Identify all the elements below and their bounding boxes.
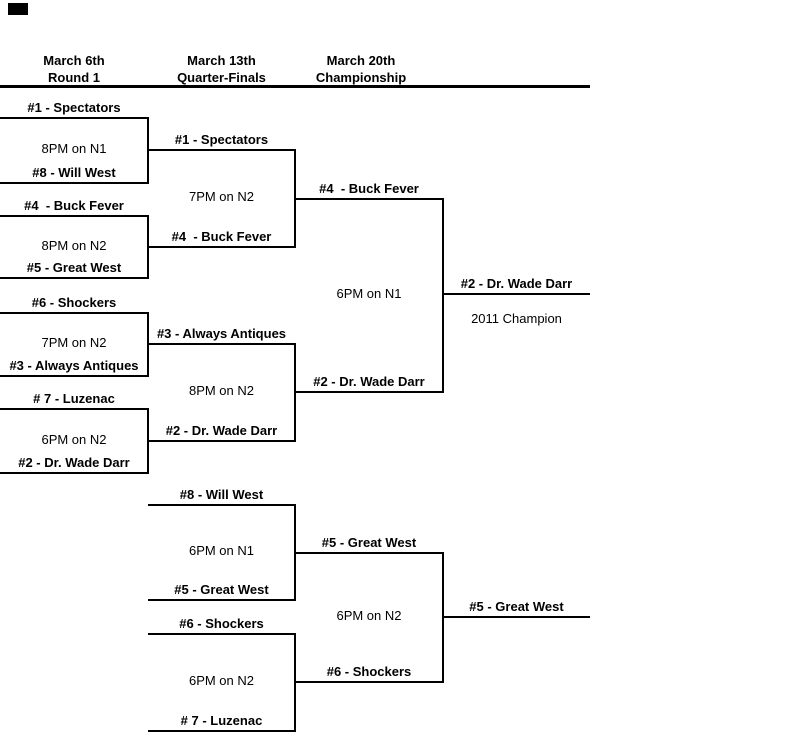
bracket-line — [0, 408, 148, 410]
bracket-line — [148, 633, 295, 635]
team-label: #2 - Dr. Wade Darr — [18, 455, 130, 470]
column-header-championship: March 20th Championship — [287, 52, 435, 86]
game-time-label: 6PM on N1 — [336, 286, 402, 301]
champion-label: #2 - Dr. Wade Darr — [460, 276, 573, 291]
bracket-line — [295, 681, 443, 683]
team-label: #8 - Will West — [32, 165, 116, 180]
team-label: #5 - Great West — [174, 582, 269, 597]
column-round: Quarter-Finals — [177, 70, 266, 85]
bracket-line — [148, 343, 295, 345]
game-time-label: 6PM on N2 — [188, 673, 255, 688]
bracket-line — [442, 198, 444, 393]
bracket-line — [443, 293, 590, 295]
champion-caption: 2011 Champion — [471, 311, 562, 326]
game-time-label: 6PM on N2 — [41, 432, 107, 447]
column-round: Championship — [315, 70, 407, 85]
column-date: March 13th — [187, 53, 256, 68]
game-time-label: 6PM on N1 — [188, 543, 255, 558]
bracket-line — [0, 215, 148, 217]
header-separator-line — [0, 85, 590, 88]
team-label: #1 - Spectators — [174, 132, 269, 147]
team-label: #4 - Buck Fever — [171, 229, 272, 244]
team-label: #3 - Always Antiques — [9, 358, 139, 373]
team-label: #2 - Dr. Wade Darr — [165, 423, 278, 438]
bracket-line — [148, 149, 295, 151]
bracket-line — [295, 391, 443, 393]
game-time-label: 8PM on N2 — [41, 238, 107, 253]
team-label: #8 - Will West — [179, 487, 264, 502]
team-label: #4 - Buck Fever — [319, 181, 419, 196]
bracket-line — [0, 312, 148, 314]
column-header-quarterfinals: March 13th Quarter-Finals — [148, 52, 295, 86]
bracket-line — [148, 246, 295, 248]
team-label: # 7 - Luzenac — [33, 391, 115, 406]
team-label: #2 - Dr. Wade Darr — [313, 374, 425, 389]
column-date: March 6th — [43, 53, 105, 68]
column-date: March 20th — [326, 53, 396, 68]
team-label: #6 - Shockers — [326, 664, 412, 679]
bracket-line — [0, 472, 148, 474]
game-time-label: 8PM on N2 — [188, 383, 255, 398]
game-time-label: 7PM on N2 — [41, 335, 107, 350]
bracket-line — [148, 440, 295, 442]
team-label: #4 - Buck Fever — [24, 198, 124, 213]
team-label: # 7 - Luzenac — [180, 713, 263, 728]
game-time-label: 7PM on N2 — [188, 189, 255, 204]
team-label: #6 - Shockers — [179, 616, 264, 631]
team-label: #5 - Great West — [26, 260, 122, 275]
team-label: #3 - Always Antiques — [156, 326, 287, 341]
corner-mark — [8, 3, 28, 15]
bracket-line — [0, 182, 148, 184]
game-time-label: 6PM on N2 — [336, 608, 402, 623]
consolation-winner-label: #5 - Great West — [469, 599, 564, 614]
bracket-line — [0, 277, 148, 279]
bracket-line — [295, 552, 443, 554]
team-label: #5 - Great West — [321, 535, 417, 550]
bracket-line — [295, 198, 443, 200]
bracket-line — [0, 375, 148, 377]
column-header-round1: March 6th Round 1 — [0, 52, 148, 86]
team-label: #6 - Shockers — [31, 295, 117, 310]
bracket-line — [148, 730, 295, 732]
bracket-line — [0, 117, 148, 119]
team-label: #1 - Spectators — [27, 100, 121, 115]
column-round: Round 1 — [48, 70, 100, 85]
game-time-label: 8PM on N1 — [41, 141, 107, 156]
bracket-line — [148, 504, 295, 506]
bracket-line — [443, 616, 590, 618]
bracket-line — [148, 599, 295, 601]
